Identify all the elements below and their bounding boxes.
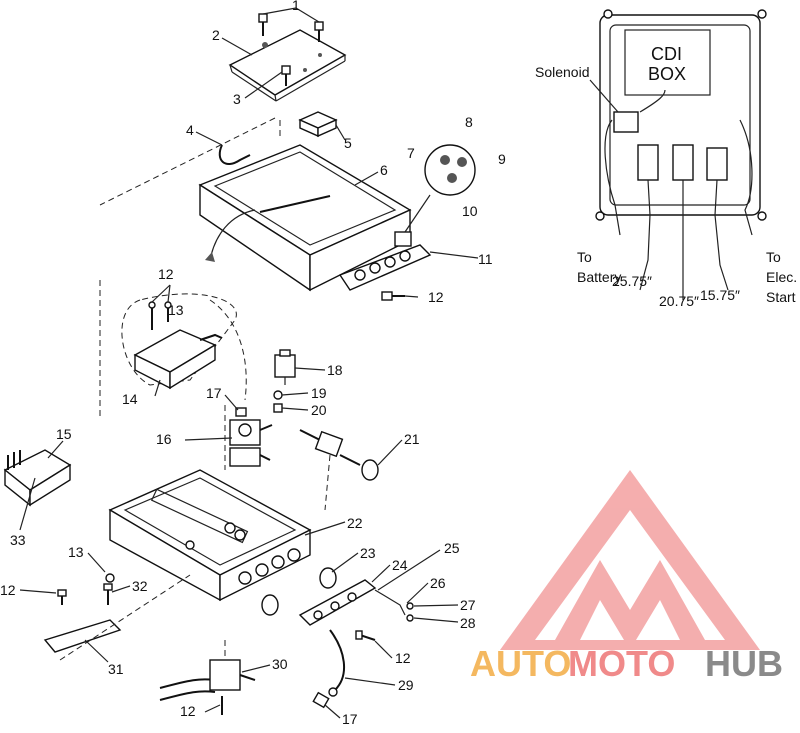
upper-housing: [198, 144, 412, 292]
watermark-text: AUTO MOTO HUB: [470, 643, 783, 684]
box-label: BOX: [648, 64, 686, 84]
callout-19: 19: [311, 385, 327, 401]
guide-line: [99, 117, 276, 206]
coil-left: [637, 144, 659, 181]
connector-30: [159, 640, 256, 701]
screw-pair: [258, 13, 324, 86]
length-20-75: 20.75″: [659, 293, 699, 309]
ignition-module: [3, 449, 72, 507]
leader-lines: [19, 7, 479, 719]
callout-17-upper: 17: [206, 385, 222, 401]
length-15-75: 15.75″: [700, 287, 740, 303]
callout-13-lower: 13: [68, 544, 84, 560]
callout-17-bottom: 17: [342, 711, 358, 727]
cover-plate-body: [228, 29, 347, 96]
callout-2: 2: [212, 27, 220, 43]
callout-33: 33: [10, 532, 26, 548]
callout-16: 16: [156, 431, 172, 447]
grommet-plate: [338, 231, 432, 291]
callout-13-module: 13: [168, 302, 184, 318]
electronic-module: [133, 329, 223, 390]
callout-14: 14: [122, 391, 138, 407]
callout-27: 27: [460, 597, 476, 613]
callout-9: 9: [498, 151, 506, 167]
callout-4: 4: [186, 122, 194, 138]
cdi-label: CDI: [651, 44, 682, 64]
module-outline: [121, 293, 237, 386]
regulator: [229, 419, 273, 467]
callout-10: 10: [462, 203, 478, 219]
relay-block: [298, 111, 338, 138]
relay: [274, 349, 296, 385]
screw-lower: [355, 630, 376, 641]
seal-plate: [261, 567, 406, 626]
callout-30: 30: [272, 656, 288, 672]
watermark-auto: AUTO: [470, 643, 571, 684]
screw-grommet: [381, 291, 405, 301]
callout-3: 3: [233, 91, 241, 107]
watermark-hub: HUB: [705, 643, 783, 684]
wire-29: [329, 629, 346, 691]
callout-24: 24: [392, 557, 408, 573]
to-elec-label-2: Elec.: [766, 269, 797, 285]
callout-21: 21: [404, 431, 420, 447]
fuse-17: [235, 407, 247, 417]
callout-7: 7: [407, 145, 415, 161]
callout-25: 25: [444, 540, 460, 556]
coil-center: [672, 144, 694, 181]
callout-32: 32: [132, 578, 148, 594]
length-25-75: 25.75″: [612, 273, 652, 289]
callout-22: 22: [347, 515, 363, 531]
watermark-moto: MOTO: [568, 643, 675, 684]
nut: [273, 403, 283, 413]
to-battery-label-2: Battery: [577, 269, 621, 285]
solenoid-body: [613, 111, 639, 133]
lower-housing: [108, 469, 312, 602]
cable-assembly: [299, 429, 379, 511]
callout-18: 18: [327, 362, 343, 378]
cdi-inset: CDI BOX: [589, 9, 767, 300]
ground-wire: [218, 144, 251, 165]
callout-15: 15: [56, 426, 72, 442]
callout-23: 23: [360, 545, 376, 561]
cover-plate: [228, 29, 347, 102]
callout-29: 29: [398, 677, 414, 693]
to-elec-label-3: Start: [766, 289, 796, 305]
watermark-logo: [500, 470, 760, 650]
callout-12-module: 12: [158, 266, 174, 282]
callout-12-lower-right: 12: [395, 650, 411, 666]
logo-m-shape: [555, 560, 705, 650]
callout-8: 8: [465, 114, 473, 130]
washer: [273, 390, 283, 400]
connector-end-view: [404, 144, 476, 233]
callout-12-bottom: 12: [180, 703, 196, 719]
callout-12-grommet: 12: [428, 289, 444, 305]
coil-right: [706, 147, 728, 181]
callout-12-left: 12: [0, 582, 16, 598]
callout-1: 1: [292, 0, 300, 13]
bracket-31: [43, 619, 122, 653]
callout-5: 5: [344, 135, 352, 151]
solenoid-label: Solenoid: [535, 64, 590, 80]
callout-11: 11: [478, 251, 493, 267]
to-battery-label-1: To: [577, 249, 592, 265]
callout-31: 31: [108, 661, 124, 677]
callout-20: 20: [311, 402, 327, 418]
callout-28: 28: [460, 615, 476, 631]
callout-26: 26: [430, 575, 446, 591]
cdi-box: [624, 29, 711, 96]
module-screws: [148, 301, 172, 330]
to-elec-label-1: To: [766, 249, 781, 265]
callout-6: 6: [380, 162, 388, 178]
callout-numbers: 1 2 3 4 5 6 7 8 9 10 11 12 12 13 14 15 1…: [0, 0, 506, 727]
